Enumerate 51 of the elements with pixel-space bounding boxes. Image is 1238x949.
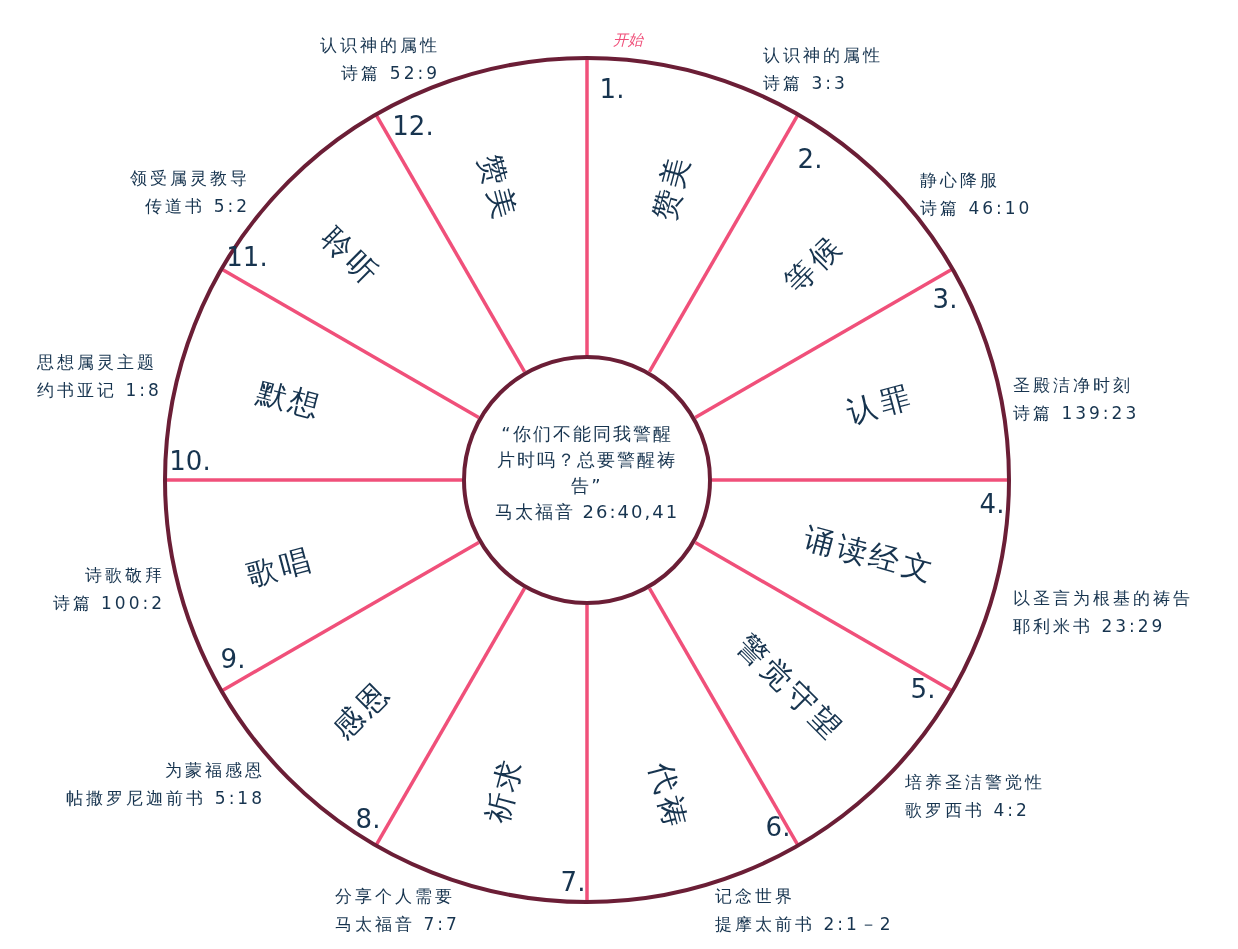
verse-reference: 诗篇 46:10 <box>920 198 1033 219</box>
segment-title: 认罪 <box>842 379 918 431</box>
verse-reference: 诗篇 52:9 <box>341 63 440 84</box>
segment-title: 歌唱 <box>242 542 318 594</box>
segment-title: 感恩 <box>325 673 399 747</box>
topic-caption: 圣殿洁净时刻 <box>1013 375 1133 396</box>
topic-caption: 诗歌敬拜 <box>85 565 165 586</box>
segment-title: 赞美 <box>471 150 523 226</box>
topic-caption: 思想属灵主题 <box>37 352 157 373</box>
step-number: 7. <box>560 868 586 898</box>
verse-reference: 约书亚记 1:8 <box>37 380 162 401</box>
segment-title: 祈求 <box>479 752 531 828</box>
verse-reference: 帖撒罗尼迦前书 5:18 <box>66 788 265 809</box>
topic-caption: 为蒙福感恩 <box>165 760 265 781</box>
segment-title: 聆听 <box>314 220 388 294</box>
quote-text: “你们不能同我警醒片时吗？总要警醒祷告” <box>496 422 678 498</box>
verse-reference: 诗篇 100:2 <box>52 593 165 614</box>
verse-reference: 马太福音 7:7 <box>335 914 460 935</box>
verse-reference: 诗篇 3:3 <box>763 73 848 94</box>
step-number: 1. <box>599 75 625 105</box>
segment-title: 代祷 <box>642 758 694 834</box>
verse-reference: 马太福音 26:40,41 <box>494 500 680 524</box>
topic-caption: 记念世界 <box>715 886 795 907</box>
segment-title: 等候 <box>777 227 851 301</box>
verse-reference: 诗篇 139:23 <box>1013 403 1140 424</box>
step-number: 9. <box>220 645 246 675</box>
verse-reference: 提摩太前书 2:1－2 <box>715 914 894 935</box>
segment-title: 诵读经文 <box>799 520 941 590</box>
topic-caption: 领受属灵教导 <box>130 168 250 189</box>
topic-caption: 以圣言为根基的祷告 <box>1013 588 1193 609</box>
topic-caption: 分享个人需要 <box>335 886 455 907</box>
step-number: 12. <box>392 112 434 142</box>
segment-title: 警觉守望 <box>729 627 851 749</box>
step-number: 2. <box>797 145 823 175</box>
topic-caption: 培养圣洁警觉性 <box>905 772 1045 793</box>
step-number: 3. <box>932 285 958 315</box>
step-number: 4. <box>979 490 1005 520</box>
verse-reference: 歌罗西书 4:2 <box>905 800 1030 821</box>
verse-reference: 传道书 5:2 <box>145 196 250 217</box>
step-number: 8. <box>355 805 381 835</box>
topic-caption: 认识神的属性 <box>763 45 883 66</box>
step-number: 10. <box>169 447 211 477</box>
topic-caption: 认识神的属性 <box>320 35 440 56</box>
step-number: 5. <box>910 675 936 705</box>
step-number: 6. <box>765 813 791 843</box>
start-label: 开始 <box>613 30 643 50</box>
topic-caption: 静心降服 <box>920 170 1000 191</box>
step-number: 11. <box>226 243 268 273</box>
verse-reference: 耶利米书 23:29 <box>1013 616 1166 637</box>
segment-title: 默想 <box>252 374 328 426</box>
segment-title: 赞美 <box>646 149 698 225</box>
